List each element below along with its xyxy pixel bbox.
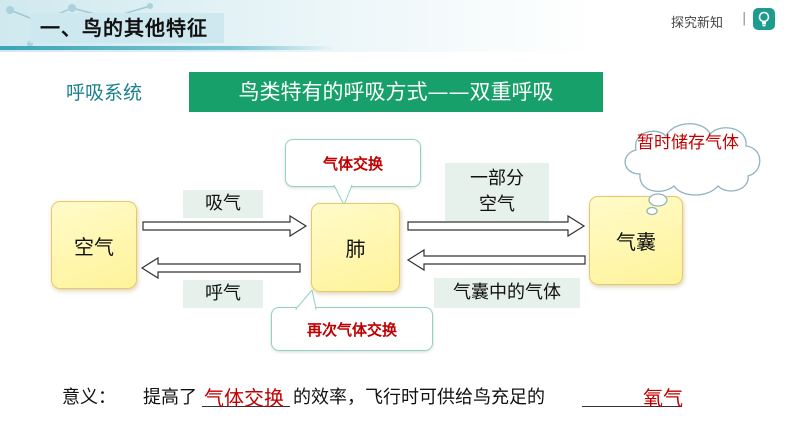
- label-exhale: 呼气: [183, 280, 263, 308]
- answer-gas-exchange: 气体交换: [204, 386, 284, 410]
- lightbulb-icon[interactable]: [753, 8, 775, 30]
- callout-temporary-storage: 暂时储存气体: [637, 133, 739, 153]
- node-air-sac: 气囊: [589, 196, 683, 285]
- callout-gas-exchange-again: 再次气体交换: [271, 307, 433, 351]
- system-label: 呼吸系统: [66, 82, 143, 104]
- label-gas-in-air-sac: 气囊中的气体: [434, 278, 580, 308]
- meaning-text-before: 提高了: [143, 387, 197, 408]
- section-title: 一、鸟的其他特征: [30, 13, 224, 43]
- callout-bottom-pointer: [294, 290, 317, 310]
- meaning-text-middle: 的效率，飞行时可供给鸟充足的: [293, 387, 545, 408]
- node-air: 空气: [51, 201, 137, 289]
- arrow-sac-gas: [406, 248, 586, 272]
- label-part-of-air-line2: 空气: [479, 194, 515, 215]
- nav-separator: |: [742, 11, 747, 26]
- label-inhale: 吸气: [183, 190, 263, 218]
- answer-oxygen: 氧气: [643, 386, 683, 410]
- blank-underline-2: [582, 406, 682, 407]
- label-part-of-air-line1: 一部分: [470, 168, 524, 189]
- meaning-label: 意义：: [62, 387, 116, 408]
- callout-top-pointer: [333, 185, 353, 207]
- arrow-part-air: [407, 214, 586, 238]
- callout-gas-exchange: 气体交换: [285, 139, 421, 187]
- title-underline: [0, 46, 335, 50]
- label-part-of-air: 一部分 空气: [445, 163, 549, 221]
- thought-cloud: [624, 123, 761, 216]
- arrow-exhale: [140, 256, 301, 280]
- title-banner: 鸟类特有的呼吸方式——双重呼吸: [189, 72, 603, 112]
- blank-underline-1: [202, 406, 290, 407]
- nav-label[interactable]: 探究新知: [671, 16, 724, 31]
- arrow-inhale: [142, 214, 308, 238]
- node-lung: 肺: [311, 203, 400, 292]
